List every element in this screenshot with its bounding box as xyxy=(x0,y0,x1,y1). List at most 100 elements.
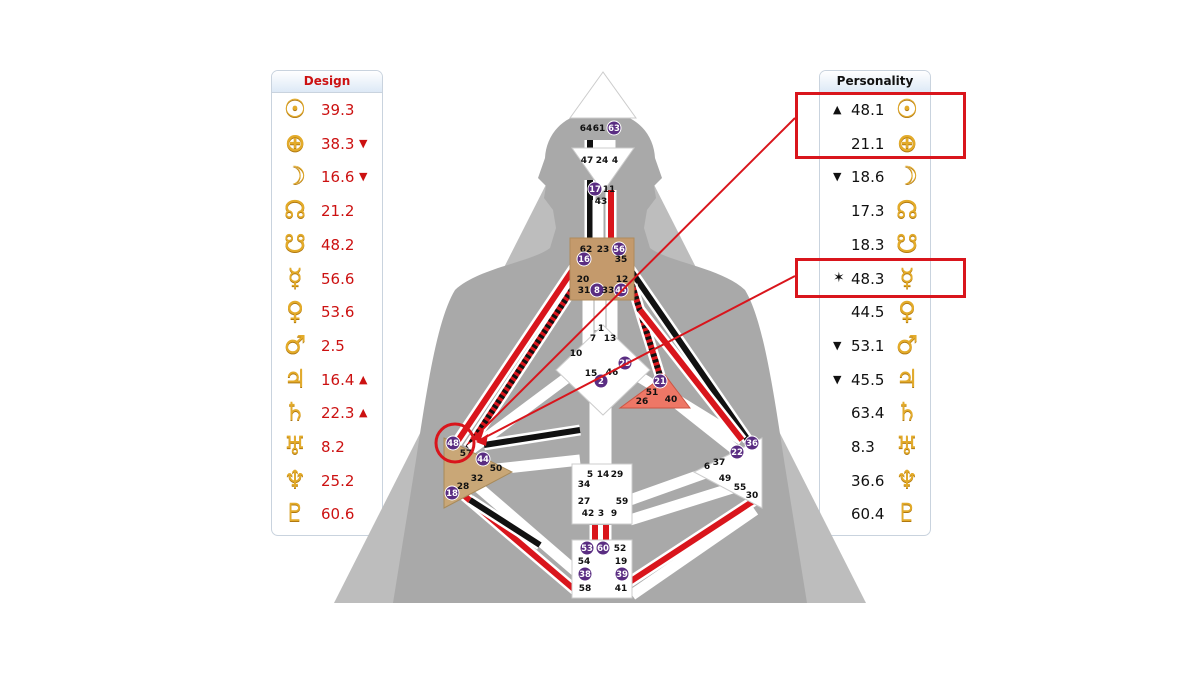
design-row-mars: ♂2.5 xyxy=(272,330,382,360)
gate-8: 8 xyxy=(594,286,600,296)
centers xyxy=(443,71,763,599)
gate-line-value: 8.2 xyxy=(321,438,345,456)
gate-line-value: 25.2 xyxy=(321,471,355,490)
jupiter-icon: ♃ xyxy=(283,363,307,393)
gate-63: 63 xyxy=(608,124,620,134)
design-panel-title: Design xyxy=(272,71,382,93)
personality-row-sun: ☉ 48.1 ▲ xyxy=(820,94,930,124)
gate-33: 33 xyxy=(602,286,615,296)
gate-line-value: 56.6 xyxy=(321,269,355,288)
gate-23: 23 xyxy=(597,245,610,255)
up-arrow-icon: ▲ xyxy=(833,103,842,116)
north-node-icon: ☊ xyxy=(283,195,307,225)
gate-21: 21 xyxy=(654,377,666,387)
uranus-icon: ♅ xyxy=(283,431,307,460)
gate-circle-53 xyxy=(579,540,595,556)
ego-center xyxy=(618,374,692,409)
gate-4: 4 xyxy=(612,156,618,166)
gate-line-value: 8.3 xyxy=(851,438,875,456)
gate-line-value: 60.4 xyxy=(851,505,885,524)
personality-panel-title: Personality xyxy=(820,71,930,93)
up-arrow-icon: ▲ xyxy=(359,372,368,386)
gate-circle-63 xyxy=(606,120,622,136)
gate-20: 20 xyxy=(577,275,590,285)
gate-54: 54 xyxy=(578,557,591,567)
gate-10: 10 xyxy=(570,349,583,359)
gate-31: 31 xyxy=(578,286,591,296)
gate-circle-44 xyxy=(475,451,491,467)
venus-icon: ♀ xyxy=(897,296,917,326)
gate-27: 27 xyxy=(578,497,591,507)
gate-22: 22 xyxy=(731,448,743,458)
down-arrow-icon: ▼ xyxy=(833,170,842,184)
gate-line-value: 53.6 xyxy=(321,303,355,322)
gate-55: 55 xyxy=(734,483,747,493)
gate-circle-18 xyxy=(444,485,460,501)
gate-9: 9 xyxy=(611,509,617,519)
gate-line-value: 44.5 xyxy=(851,303,885,322)
sun-icon: ☉ xyxy=(283,94,307,123)
gate-15: 15 xyxy=(585,369,598,379)
gate-53: 53 xyxy=(581,544,593,554)
down-arrow-icon: ▼ xyxy=(833,372,842,386)
gate-56: 56 xyxy=(613,245,625,255)
channel-22 xyxy=(628,505,759,600)
gate-12: 12 xyxy=(616,275,629,285)
personality-row-mars: ♂ 53.1 ▼ xyxy=(820,330,930,360)
gate-26: 26 xyxy=(636,397,649,407)
pluto-icon: ♇ xyxy=(283,498,307,528)
gate-42: 42 xyxy=(582,509,595,519)
personality-row-saturn: ♄63.4 xyxy=(820,397,930,427)
gate-29: 29 xyxy=(611,470,624,480)
callouts xyxy=(434,117,796,464)
mars-icon: ♂ xyxy=(895,329,919,359)
gate-28: 28 xyxy=(457,482,470,492)
gate-line-value: 63.4 xyxy=(851,404,885,423)
personality-row-moon: ☽18.6▼ xyxy=(820,161,930,191)
channel-19 xyxy=(466,475,584,580)
design-row-saturn: ♄22.3▲ xyxy=(272,397,382,427)
moon-icon: ☽ xyxy=(895,161,919,191)
gate-line-value: 53.1 xyxy=(851,336,885,355)
personality-panel: Personality ☉48.1▲⊕21.1☽18.6▼☊17.3☋18.3☿… xyxy=(819,70,931,536)
channel-personality-11 xyxy=(622,260,751,442)
north-node-icon: ☊ xyxy=(895,195,919,225)
gate-line-value: 48.3 xyxy=(851,269,885,288)
gate-24: 24 xyxy=(596,156,609,166)
personality-row-mercury: ☿48.3✶ xyxy=(820,263,930,293)
venus-icon: ♀ xyxy=(285,296,305,326)
gate-line-value: 48.1 xyxy=(851,101,885,119)
gate-46: 46 xyxy=(606,368,619,378)
down-arrow-icon: ▼ xyxy=(359,136,368,150)
gate-3: 3 xyxy=(598,509,604,519)
gate-64: 64 xyxy=(580,124,593,134)
ajna-center xyxy=(571,147,635,193)
gate-44: 44 xyxy=(477,455,489,465)
gate-circle-60 xyxy=(595,540,611,556)
gate-50: 50 xyxy=(490,464,503,474)
gate-62: 62 xyxy=(580,245,593,255)
g-center xyxy=(555,324,651,416)
sun-icon: ☉ xyxy=(895,94,919,123)
personality-row-pluto: ♇ 60.4 xyxy=(820,498,930,528)
gate-48: 48 xyxy=(447,439,459,449)
gate-line-value: 16.4 xyxy=(321,370,355,389)
mercury-icon: ☿ xyxy=(287,262,303,292)
gate-1: 1 xyxy=(598,324,604,334)
mercury-callout-line xyxy=(479,275,796,441)
gate-57: 57 xyxy=(460,449,473,459)
gate-17: 17 xyxy=(589,185,601,195)
mercury-icon: ☿ xyxy=(899,262,915,292)
south-node-icon: ☋ xyxy=(895,228,919,258)
mars-icon: ♂ xyxy=(283,329,307,359)
channel-24 xyxy=(628,479,744,526)
gate-line-value: 16.6 xyxy=(321,168,355,187)
gate-circle-45 xyxy=(613,282,629,298)
solar-plexus-center xyxy=(692,437,763,509)
pluto-icon: ♇ xyxy=(895,498,919,528)
gate-circle-22 xyxy=(729,444,745,460)
down-arrow-icon: ▼ xyxy=(833,338,842,352)
gate-labels: 6461634724417114362235616352012318334517… xyxy=(444,120,760,594)
mercury-highlight-box xyxy=(795,258,966,298)
down-arrow-icon: ▼ xyxy=(359,170,368,184)
